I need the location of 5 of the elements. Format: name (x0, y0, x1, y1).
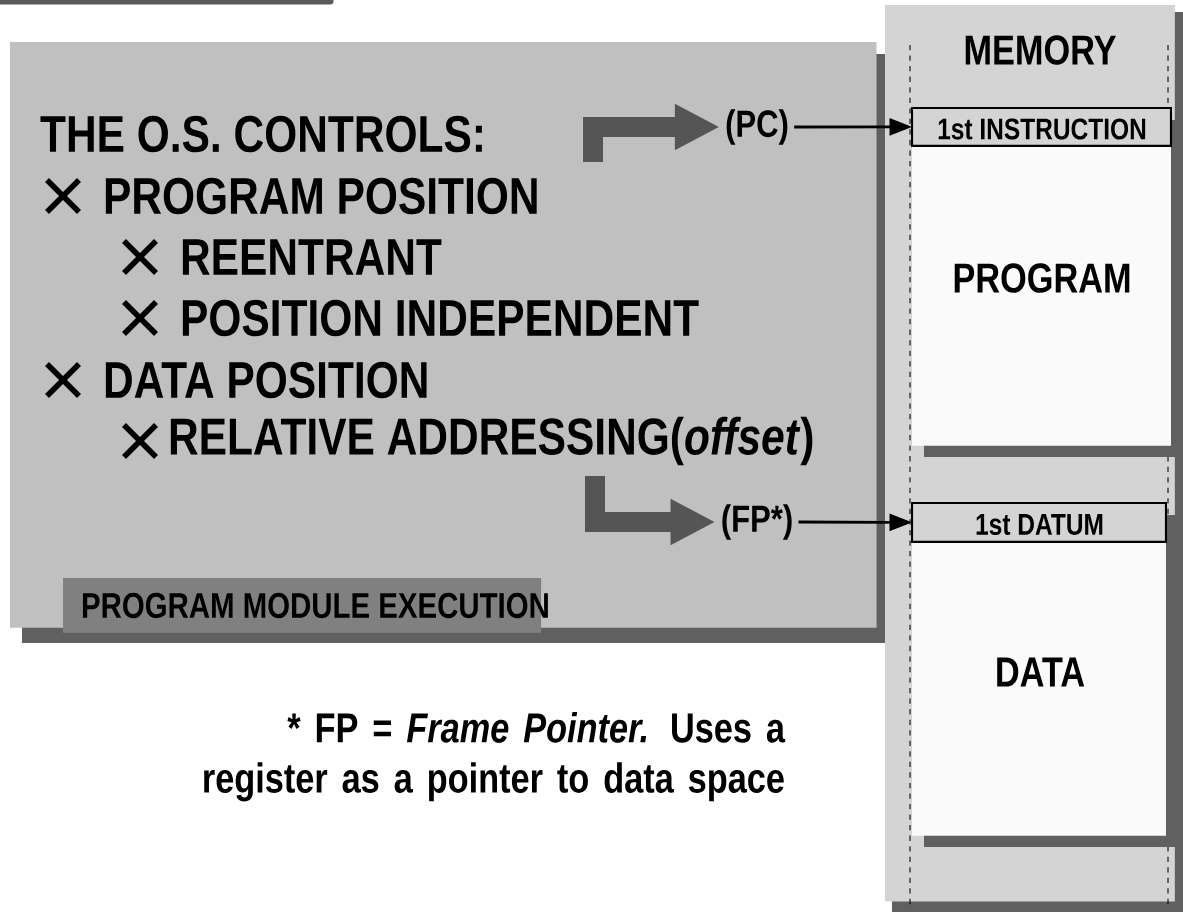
node-label: PROGRAM (954, 263, 1130, 293)
memory-cell: 1st DATUM (910, 501, 1168, 543)
node-label: DATA (997, 657, 1085, 687)
memory-cell: 1st INSTRUCTION (910, 106, 1173, 147)
footnote: * FP = Frame Pointer. Uses a register as a pointer to data space (204, 712, 786, 802)
